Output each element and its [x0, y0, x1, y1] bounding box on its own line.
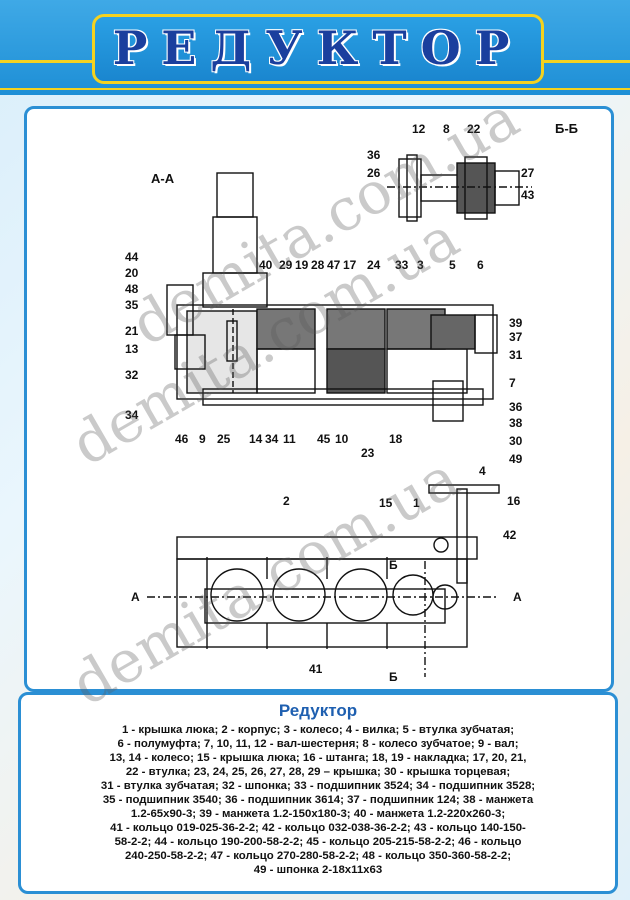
section-bb-view [387, 154, 532, 222]
callouts-bb: 12 8 22 36 26 27 43 [367, 122, 535, 202]
callout-label: 40 [259, 258, 273, 272]
callout-label: 35 [125, 298, 139, 312]
callout-label: 34 [125, 408, 139, 422]
callout-label: 25 [217, 432, 231, 446]
callout-label: 1 [413, 496, 420, 510]
callout-label: 4 [479, 464, 486, 478]
callout-label: 49 [509, 452, 523, 466]
legend-panel: Редуктор 1 - крышка люка; 2 - корпус; 3 … [18, 692, 618, 894]
callout-label: 36 [509, 400, 523, 414]
callouts-elevation: 4 16 2 15 1 42 41 Б Б А А [131, 464, 522, 684]
callout-label: 23 [361, 446, 375, 460]
callout-label: 26 [367, 166, 381, 180]
callout-label: 14 [249, 432, 263, 446]
callout-label: 9 [199, 432, 206, 446]
callout-label: 15 [379, 496, 393, 510]
callout-label: 12 [412, 122, 426, 136]
section-mark-b: Б [389, 670, 398, 684]
callout-label: 48 [125, 282, 139, 296]
callout-label: 33 [395, 258, 409, 272]
callout-label: 24 [367, 258, 381, 272]
callout-label: 36 [367, 148, 381, 162]
callout-label: 30 [509, 434, 523, 448]
header-decor-line [0, 88, 630, 90]
callout-label: 2 [283, 494, 290, 508]
callout-label: 44 [125, 250, 139, 264]
section-aa-label: А-А [151, 171, 175, 186]
callout-label: 32 [125, 368, 139, 382]
title-frame [92, 14, 544, 84]
header-decor-line [0, 60, 92, 63]
callout-label: 3 [417, 258, 424, 272]
callout-label: 45 [317, 432, 331, 446]
callout-label: 21 [125, 324, 139, 338]
section-mark-b: Б [389, 558, 398, 572]
callout-label: 43 [521, 188, 535, 202]
reducer-drawing: А-А Б-Б [125, 121, 578, 684]
header-decor-line [538, 60, 630, 63]
callout-label: 20 [125, 266, 139, 280]
callout-label: 22 [467, 122, 481, 136]
legend-title: Редуктор [278, 701, 358, 720]
callout-label: 47 [327, 258, 341, 272]
callout-label: 31 [509, 348, 523, 362]
callout-label: 16 [507, 494, 521, 508]
callout-label: 13 [125, 342, 139, 356]
section-aa-view [166, 172, 498, 422]
callout-label: 29 [279, 258, 293, 272]
callout-label: 5 [449, 258, 456, 272]
callout-label: 11 [283, 432, 296, 446]
callout-label: 17 [343, 258, 357, 272]
callout-label: 28 [311, 258, 325, 272]
callouts-aa: 44 20 48 35 21 13 32 34 40 29 19 28 47 1… [125, 250, 523, 466]
elevation-view [147, 484, 500, 677]
callout-label: 38 [509, 416, 523, 430]
callout-label: 37 [509, 330, 523, 344]
callout-label: 41 [309, 662, 323, 676]
callout-label: 34 [265, 432, 279, 446]
callout-label: 42 [503, 528, 517, 542]
page-title: РЕДУКТОР [112, 21, 524, 75]
callout-label: 19 [295, 258, 309, 272]
section-bb-label: Б-Б [555, 121, 578, 136]
callout-label: 8 [443, 122, 450, 136]
callout-label: 27 [521, 166, 535, 180]
drawing-panel: А-А Б-Б [24, 106, 614, 692]
callout-label: 39 [509, 316, 523, 330]
callout-label: 10 [335, 432, 349, 446]
callout-label: 6 [477, 258, 484, 272]
callout-label: 18 [389, 432, 403, 446]
section-mark-a: А [131, 590, 140, 604]
legend-text: 1 - крышка люка; 2 - корпус; 3 - колесо;… [100, 724, 536, 876]
callout-label: 7 [509, 376, 516, 390]
section-mark-a: А [513, 590, 522, 604]
callout-label: 46 [175, 432, 189, 446]
